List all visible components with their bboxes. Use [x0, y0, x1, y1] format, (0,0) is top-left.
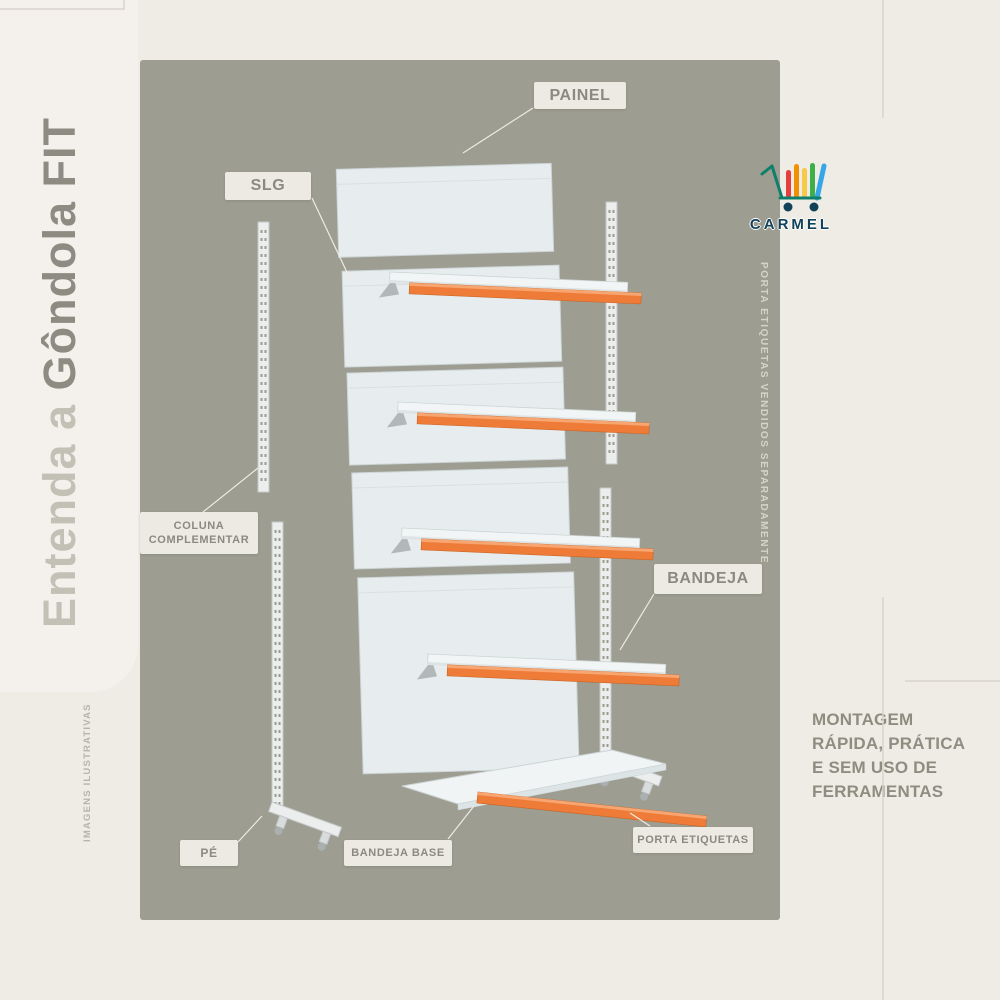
shelves	[378, 271, 708, 828]
assembly-note: MONTAGEM RÁPIDA, PRÁTICA E SEM USO DE FE…	[812, 708, 965, 805]
price-strip-1	[408, 282, 642, 305]
assembly-note-line1: MONTAGEM	[812, 710, 914, 729]
page-title-light: Entenda a	[34, 403, 85, 628]
brand-logo: CARMEL	[736, 150, 846, 233]
foot-left	[267, 801, 343, 851]
gondola-exploded-diagram	[257, 162, 708, 851]
label-bandeja: BANDEJA	[654, 564, 762, 594]
shelf-1	[378, 271, 642, 305]
column-lower-right	[599, 487, 612, 765]
label-porta-etiquetas: PORTA ETIQUETAS	[633, 827, 753, 853]
price-strip-3	[420, 538, 654, 561]
label-pe: PÉ	[180, 840, 238, 866]
label-coluna-line1: COLUNA	[173, 519, 225, 532]
shelf-2	[386, 401, 650, 435]
shelf-3	[390, 527, 654, 561]
price-strip-4	[446, 664, 680, 687]
brand-name: CARMEL	[749, 216, 833, 233]
page-title-bold: Gôndola FIT	[34, 116, 85, 391]
label-painel: PAINEL	[534, 82, 626, 109]
assembly-note-line3: E SEM USO DE	[812, 758, 938, 778]
column-lower-left	[271, 521, 284, 813]
label-bandeja-base: BANDEJA BASE	[344, 840, 452, 866]
label-coluna-line2: COMPLEMENTAR	[148, 534, 250, 546]
assembly-note-line4: FERRAMENTAS	[812, 782, 944, 802]
label-slg: SLG	[225, 172, 311, 200]
shelf-4	[416, 653, 680, 687]
left-background-strip	[0, 0, 138, 692]
loose-price-strip	[476, 791, 708, 828]
column-upper-right	[605, 201, 618, 465]
note-illustrative-images: IMAGENS ILUSTRATIVAS	[82, 703, 93, 842]
back-panels	[335, 162, 580, 775]
diagram-panel	[140, 60, 780, 920]
page-title: Entenda a Gôndola FIT	[34, 36, 112, 628]
note-sold-separately: PORTA ETIQUETAS VENDIDOS SEPARADAMENTE	[758, 262, 769, 565]
column-upper-left	[257, 221, 270, 493]
price-strip-2	[416, 412, 650, 435]
label-coluna-complementar: COLUNA COMPLEMENTAR	[140, 512, 258, 554]
assembly-note-line2: RÁPIDA, PRÁTICA	[812, 734, 966, 754]
back-panel-1	[335, 162, 555, 258]
shopping-cart-icon	[760, 163, 827, 212]
